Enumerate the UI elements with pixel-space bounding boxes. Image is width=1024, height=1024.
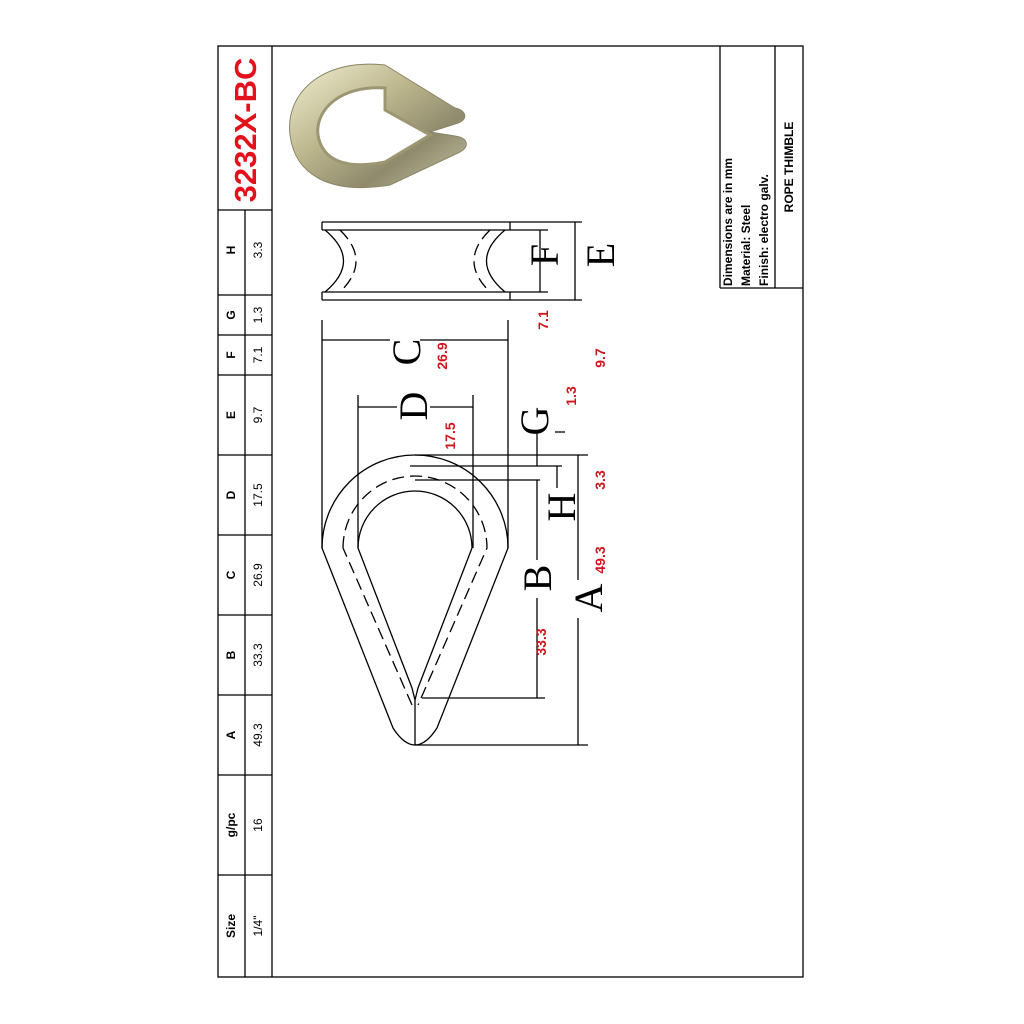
- label-c: C: [384, 339, 429, 366]
- value-label-b: 33.3: [533, 628, 549, 655]
- value-h: 3.3: [251, 241, 265, 258]
- header-e: E: [224, 411, 238, 419]
- header-g: G: [224, 310, 238, 319]
- value-label-a: 49.3: [592, 546, 608, 573]
- value-gpc: 16: [251, 818, 265, 832]
- value-f: 7.1: [251, 346, 265, 363]
- value-e: 9.7: [251, 406, 265, 423]
- info-dimensions: Dimensions are in mm: [721, 158, 735, 286]
- label-f: F: [522, 244, 567, 266]
- thimble-side-view: [321, 221, 511, 301]
- value-b: 33.3: [251, 643, 265, 667]
- label-e: E: [578, 243, 623, 267]
- label-a: A: [566, 583, 611, 612]
- value-label-g: 1.3: [563, 386, 579, 406]
- header-f: F: [224, 351, 238, 358]
- header-h: H: [224, 246, 238, 255]
- label-d: D: [391, 392, 436, 421]
- value-a: 49.3: [251, 723, 265, 747]
- sheet-border: [217, 45, 804, 978]
- thimble-photo: [289, 63, 467, 189]
- label-h: H: [539, 493, 584, 522]
- value-label-h: 3.3: [592, 470, 608, 490]
- header-d: D: [224, 490, 238, 499]
- label-g: G: [512, 407, 557, 436]
- info-finish: Finish: electro galv.: [757, 174, 771, 286]
- product-code-title: 3232X-BC: [228, 58, 263, 203]
- value-label-f: 7.1: [535, 310, 551, 330]
- value-d: 17.5: [251, 483, 265, 507]
- header-c: C: [224, 570, 238, 579]
- info-material: Material: Steel: [739, 205, 753, 286]
- value-label-e: 9.7: [592, 348, 608, 368]
- header-size: Size: [224, 914, 238, 938]
- info-product-name: ROPE THIMBLE: [782, 122, 796, 213]
- table-row-dividers: [218, 209, 272, 876]
- label-b: B: [515, 565, 560, 592]
- value-g: 1.3: [251, 306, 265, 323]
- dimension-letters: C D G H B A F E: [384, 243, 623, 613]
- header-gpc: g/pc: [224, 812, 238, 837]
- header-a: A: [224, 730, 238, 739]
- header-b: B: [224, 650, 238, 659]
- value-c: 26.9: [251, 563, 265, 587]
- dimension-values: 26.9 9.7 1.3 17.5 3.3 49.3 33.3 7.1: [434, 310, 608, 656]
- dimension-lines: [321, 221, 588, 746]
- value-label-d: 17.5: [442, 422, 458, 449]
- value-label-c: 26.9: [434, 342, 450, 369]
- value-size: 1/4": [251, 916, 265, 937]
- thimble-front-view: [321, 454, 509, 746]
- info-box: Dimensions are in mm Material: Steel Fin…: [719, 46, 803, 289]
- spec-table: Size g/pc A B C D E F G H 1/4" 16 49.3 3…: [224, 241, 265, 938]
